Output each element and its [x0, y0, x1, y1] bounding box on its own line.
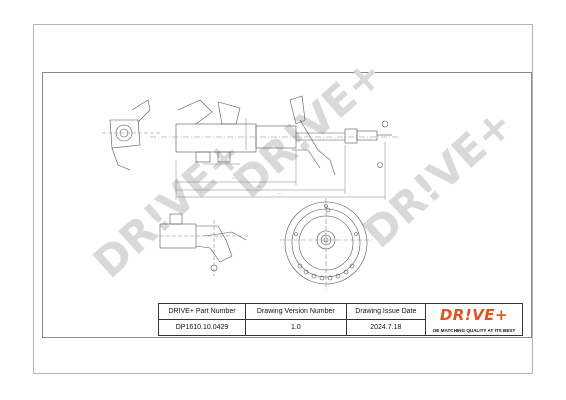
- reference-marker-2: [325, 207, 331, 213]
- svg-text:···: ···: [258, 185, 261, 189]
- svg-text:···: ···: [278, 192, 281, 196]
- drawing-frame: [42, 72, 532, 338]
- brand-tagline: OE MATCHING QUALITY AT ITS BEST: [432, 328, 516, 333]
- top-mount-end-view: [280, 198, 372, 290]
- issue-date-header: Drawing Issue Date: [345, 303, 427, 320]
- knuckle-bracket-left: [102, 99, 160, 171]
- reference-marker: [377, 162, 383, 168]
- svg-text:···: ···: [232, 177, 235, 181]
- watermark-2: DR!VE+: [224, 49, 393, 208]
- watermark-1: DR!VE+: [84, 129, 253, 288]
- dimension-lines: [175, 118, 386, 200]
- strut-side-view: [150, 95, 400, 176]
- issue-date-value: 2024.7.18: [345, 319, 427, 336]
- logo-cell: DR!VE+ OE MATCHING QUALITY AT ITS BEST: [425, 303, 523, 336]
- upper-clamp: [177, 99, 241, 163]
- drawing-version-value: 1.0: [245, 319, 347, 336]
- title-block: DRIVE+ Part Number Drawing Version Numbe…: [158, 303, 523, 336]
- dimension-labels: ··· ··· ···: [232, 177, 281, 196]
- watermark-group: DR!VE+ DR!VE+ DR!VE+: [84, 49, 523, 288]
- brand-logo: DR!VE+: [439, 306, 509, 324]
- part-number-value: DP1610.10.0429: [158, 319, 246, 336]
- watermark-3: DR!VE+: [354, 99, 523, 258]
- drawing-version-header: Drawing Version Number: [245, 303, 347, 320]
- mount-bracket-detail: [159, 213, 248, 276]
- part-number-header: DRIVE+ Part Number: [158, 303, 246, 320]
- drawing-sheet-border: [33, 24, 533, 374]
